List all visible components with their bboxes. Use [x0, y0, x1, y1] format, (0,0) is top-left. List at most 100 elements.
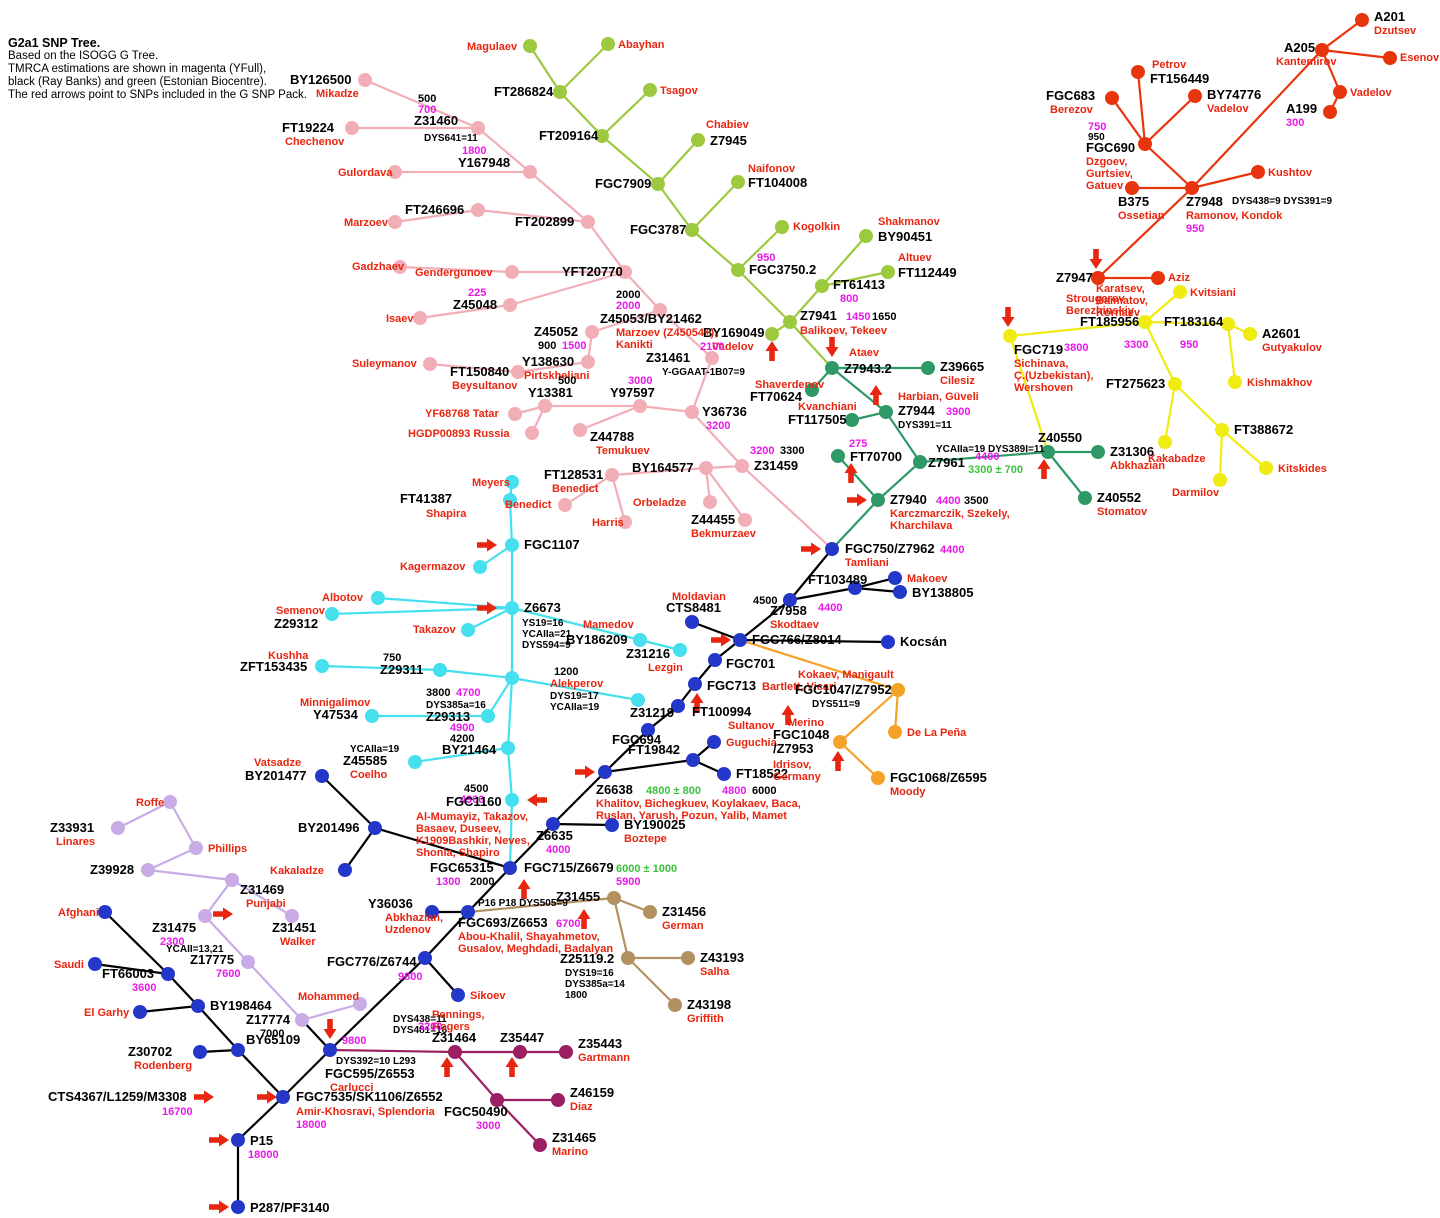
- node-label: Gurtsiev,: [1086, 168, 1133, 180]
- node-label: Shakmanov: [878, 216, 941, 228]
- node-label: 300: [1286, 117, 1304, 129]
- node-label: BY190025: [624, 817, 685, 832]
- node-label: YCAIIa=19: [350, 744, 400, 755]
- tree-node-gulordava: [388, 165, 402, 179]
- tree-edge: [690, 180, 740, 232]
- tree-edge: [203, 878, 234, 918]
- node-label: Bartlett, Vicari: [762, 681, 836, 693]
- node-label: Afghani: [58, 907, 99, 919]
- node-label: 275: [849, 438, 867, 450]
- node-label: FGC3750.2: [749, 262, 816, 277]
- node-label: Gutyakulov: [1262, 342, 1323, 354]
- node-label: DYS19=16: [565, 968, 614, 979]
- node-label: P16 P18 DYS505=9: [478, 898, 568, 909]
- node-label: FGC1047/Z7952: [795, 682, 892, 697]
- tree-node-phillips: [189, 841, 203, 855]
- tree-edge: [93, 962, 170, 976]
- tree-edge: [1136, 70, 1147, 146]
- node-label: 6000: [752, 785, 776, 797]
- node-label: Karatsev,: [1096, 283, 1145, 295]
- tree-edge: [466, 606, 514, 632]
- node-label: Ataev: [849, 347, 880, 359]
- node-label: Z31465: [552, 1130, 596, 1145]
- tree-node-by138805: [893, 585, 907, 599]
- tree-node-kakaladze: [338, 863, 352, 877]
- tree-node-fgc713: [688, 677, 702, 691]
- node-label: 3200: [418, 1021, 442, 1033]
- node-label: FT41387: [400, 491, 452, 506]
- tree-node-darmilov: [1213, 473, 1227, 487]
- node-label: A205: [1284, 40, 1315, 55]
- node-label: BY201477: [245, 768, 306, 783]
- tree-edge: [423, 910, 470, 960]
- node-label: Shapira: [426, 508, 467, 520]
- tree-edge: [103, 910, 170, 976]
- node-label: Z31219: [630, 705, 674, 720]
- node-label: Naifonov: [748, 163, 796, 175]
- tree-node-by90451: [859, 229, 873, 243]
- tree-edge: [690, 228, 740, 272]
- node-label: 3600: [132, 982, 156, 994]
- tree-edge: [558, 90, 604, 138]
- tree-edge: [1190, 170, 1260, 190]
- tree-node-y36736: [685, 405, 699, 419]
- node-label: Z40550: [1038, 430, 1082, 445]
- node-label: Harris: [592, 517, 624, 529]
- node-label: Kishmakhov: [1247, 377, 1313, 389]
- tree-edge: [393, 208, 480, 224]
- node-label: Y13381: [528, 385, 573, 400]
- tree-node-z45048: [503, 298, 517, 312]
- tree-edge: [586, 220, 627, 274]
- node-label: Albotov: [322, 592, 364, 604]
- node-label: Rodenberg: [134, 1060, 192, 1072]
- tree-edge: [1143, 320, 1230, 326]
- node-label: 1450: [846, 311, 870, 323]
- node-label: Z31464: [432, 1030, 477, 1045]
- tree-edge: [918, 450, 1050, 464]
- tree-node-gendergunoev: [505, 265, 519, 279]
- node-label: BY90451: [878, 229, 932, 244]
- node-label: Z44788: [590, 429, 634, 444]
- tree-node-z7948: [1185, 181, 1199, 195]
- node-label: A2601: [1262, 326, 1300, 341]
- title-subline: black (Ray Banks) and green (Estonian Bi…: [8, 76, 267, 88]
- node-label: Kantemirov: [1276, 56, 1337, 68]
- node-label: CTS8481: [666, 600, 721, 615]
- tree-node-z7940: [871, 493, 885, 507]
- tree-node-y167948: [523, 165, 537, 179]
- tree-node-elgarhy: [133, 1005, 147, 1019]
- tree-node-aziz: [1151, 271, 1165, 285]
- tree-edge: [590, 308, 662, 334]
- node-label: FGC750/Z7962: [845, 541, 935, 556]
- node-label: FGC690: [1086, 140, 1135, 155]
- tree-edge: [486, 676, 514, 718]
- node-label: 750: [1088, 121, 1106, 133]
- node-label: FGC693/Z6653: [458, 915, 548, 930]
- snp-pack-arrow-icon: [209, 1200, 229, 1214]
- node-label: Z30702: [128, 1044, 172, 1059]
- node-label: Z7947: [1056, 270, 1093, 285]
- tree-edge: [236, 1048, 285, 1099]
- tree-node-ft19842: [686, 753, 700, 767]
- node-label: BY21464: [442, 742, 497, 757]
- tree-edge: [656, 182, 694, 232]
- node-label: Z39928: [90, 862, 134, 877]
- tree-edge: [508, 798, 514, 870]
- node-label: 4800: [722, 785, 746, 797]
- node-label: FT209164: [539, 128, 599, 143]
- snp-pack-arrow-icon: [1037, 459, 1051, 479]
- node-label: Kakaladze: [270, 865, 324, 877]
- node-label: FGC701: [726, 656, 775, 671]
- tree-edge: [788, 284, 824, 324]
- snp-pack-arrow-icon: [477, 601, 497, 615]
- tree-node-ft112449: [881, 265, 895, 279]
- node-label: FGC766/Z8014: [752, 632, 842, 647]
- node-label: Z31216: [626, 646, 670, 661]
- tree-edge: [603, 728, 650, 774]
- tree-node-z7958: [783, 593, 797, 607]
- tree-node-harris: [618, 515, 632, 529]
- title-subline: The red arrows point to SNPs included in…: [8, 89, 307, 101]
- tree-node-afghani: [98, 905, 112, 919]
- tree-edge: [736, 225, 784, 272]
- node-label: FT104008: [748, 175, 807, 190]
